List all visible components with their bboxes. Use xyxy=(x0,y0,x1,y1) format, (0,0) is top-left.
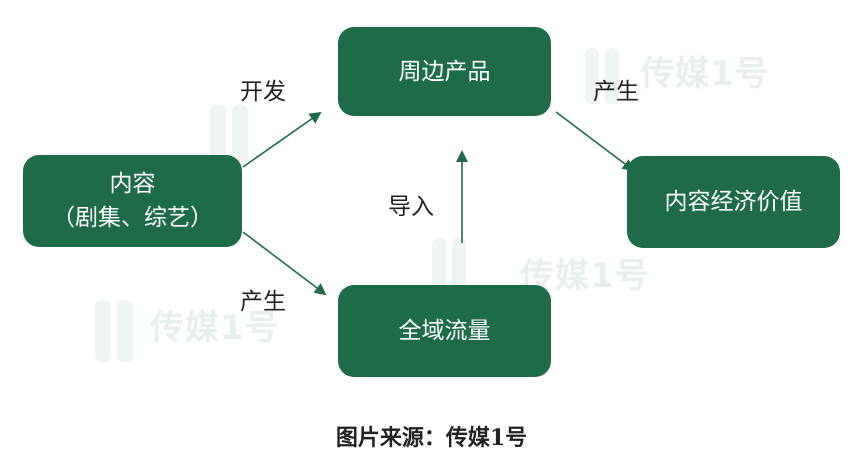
edge-label-produce-top: 产生 xyxy=(593,79,639,105)
arrow-merch-to-economy xyxy=(555,111,635,172)
node-economy: 内容经济价值 xyxy=(627,156,840,248)
node-traffic-label: 全域流量 xyxy=(398,318,491,344)
node-traffic: 全域流量 xyxy=(338,285,551,377)
node-merch-label: 周边产品 xyxy=(398,58,491,85)
edge-label-produce-bottom: 产生 xyxy=(240,289,286,315)
edge-label-import: 导入 xyxy=(388,194,434,220)
node-merch: 周边产品 xyxy=(338,27,551,116)
node-content: 内容 （剧集、综艺） xyxy=(23,155,242,247)
node-content-subtitle: （剧集、综艺） xyxy=(52,205,213,231)
node-content-title: 内容 xyxy=(109,171,156,197)
edge-label-develop: 开发 xyxy=(240,79,286,105)
figure-caption: 图片来源：传媒1号 xyxy=(335,425,528,451)
arrow-content-to-traffic xyxy=(242,231,327,296)
arrow-content-to-merch xyxy=(242,111,322,168)
node-economy-label: 内容经济价值 xyxy=(664,189,803,215)
